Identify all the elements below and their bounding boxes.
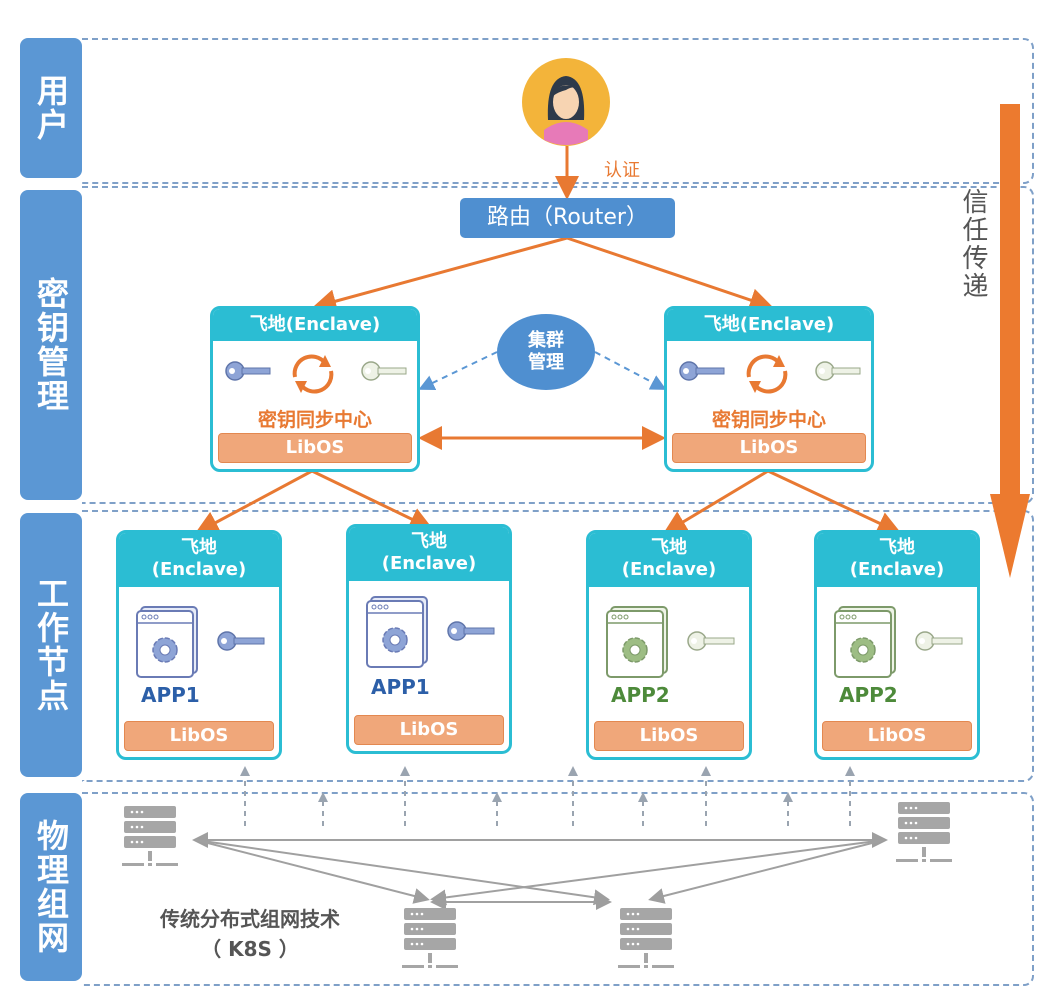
enclave-title-line2: (Enclave): [151, 559, 247, 580]
enclave-title: 飞地(Enclave): [589, 533, 749, 587]
enclave-title-line2: (Enclave): [621, 559, 717, 580]
app-label: APP2: [611, 683, 670, 707]
server-icon: [122, 806, 182, 876]
worker-enclave-4: 飞地(Enclave) APP2 LibOS: [814, 530, 980, 760]
libos-bar: LibOS: [822, 721, 972, 751]
cluster-to-left: [418, 351, 498, 391]
layer-label-key-management: 密钥管理: [20, 190, 82, 500]
enclave-title-line1: 飞地: [651, 537, 687, 558]
sync-icon: [746, 354, 788, 394]
app-window-icon: [606, 606, 668, 678]
server-icon: [402, 908, 462, 978]
key-to-worker-3: [662, 469, 769, 535]
worker-enclave-3: 飞地(Enclave) APP2 LibOS: [586, 530, 752, 760]
libos-bar: LibOS: [218, 433, 412, 463]
key-to-worker-1: [194, 469, 313, 534]
network-links: [192, 832, 888, 910]
key-icon-green: [361, 361, 407, 381]
worker-enclave-1: 飞地(Enclave) APP1 LibOS: [116, 530, 282, 760]
enclave-title: 飞地(Enclave): [349, 527, 509, 581]
libos-bar: LibOS: [354, 715, 504, 745]
auth-label: 认证: [604, 160, 640, 181]
app-label: APP1: [371, 675, 430, 699]
key-icon-green: [815, 361, 861, 381]
layer-box-worker-nodes: [82, 510, 1034, 782]
cluster-label-line2: 管理: [528, 352, 564, 373]
app-window-icon: [366, 596, 428, 668]
enclave-title: 飞地(Enclave): [213, 309, 417, 341]
key-to-worker-4: [767, 469, 902, 535]
key-icon-blue: [679, 361, 725, 381]
key-icon: [217, 631, 265, 651]
enclave-title-line1: 飞地: [411, 531, 447, 552]
key-sync-center-label: 密钥同步中心: [257, 409, 372, 431]
app-window-icon: [136, 606, 198, 678]
libos-bar: LibOS: [594, 721, 744, 751]
key-enclave-right: 飞地(Enclave) 密钥同步中心 LibOS: [664, 306, 874, 472]
app-label: APP1: [141, 683, 200, 707]
layer-label-physical-network: 物理组网: [20, 793, 82, 981]
server-icon: [896, 802, 956, 872]
server-icon: [618, 908, 678, 978]
enclave-title-line1: 飞地: [181, 537, 217, 558]
key-enclave-left: 飞地(Enclave) 密钥同步中心 LibOS: [210, 306, 420, 472]
key-icon-blue: [225, 361, 271, 381]
key-icon: [447, 621, 495, 641]
trust-arrow-shaft: [1000, 104, 1020, 494]
enclave-title-line1: 飞地: [879, 537, 915, 558]
network-label-line2: （ K8S ）: [201, 937, 299, 961]
router-to-enclave-right: [566, 236, 774, 312]
worker-enclave-2: 飞地(Enclave) APP1 LibOS: [346, 524, 512, 754]
router-to-enclave-left: [312, 236, 568, 313]
enclave-title-line2: (Enclave): [849, 559, 945, 580]
layer-box-physical-network: [82, 792, 1034, 986]
router-node: 路由（Router）: [460, 198, 675, 238]
layer-label-worker-nodes: 工作节点: [20, 513, 82, 777]
user-avatar-icon: [522, 58, 610, 146]
app-label: APP2: [839, 683, 898, 707]
key-to-worker-2: [311, 469, 434, 530]
libos-bar: LibOS: [672, 433, 866, 463]
enclave-title-line2: (Enclave): [381, 553, 477, 574]
cluster-management-node: 集群 管理: [497, 314, 595, 390]
key-icon: [915, 631, 963, 651]
key-icon: [687, 631, 735, 651]
enclave-title: 飞地(Enclave): [817, 533, 977, 587]
layer-label-user: 用户: [20, 38, 82, 178]
network-technology-label: 传统分布式组网技术 （ K8S ）: [120, 904, 380, 964]
cluster-to-right: [594, 351, 667, 390]
enclave-title: 飞地(Enclave): [667, 309, 871, 341]
enclave-title: 飞地(Enclave): [119, 533, 279, 587]
key-sync-center-label: 密钥同步中心: [711, 409, 826, 431]
trust-transfer-label: 信任传递: [958, 188, 988, 300]
network-label-line1: 传统分布式组网技术: [160, 907, 340, 931]
cluster-label-line1: 集群: [528, 330, 564, 351]
app-window-icon: [834, 606, 896, 678]
libos-bar: LibOS: [124, 721, 274, 751]
sync-icon: [292, 354, 334, 394]
physical-up-arrows: [244, 772, 851, 826]
trust-arrow-head: [990, 494, 1030, 578]
